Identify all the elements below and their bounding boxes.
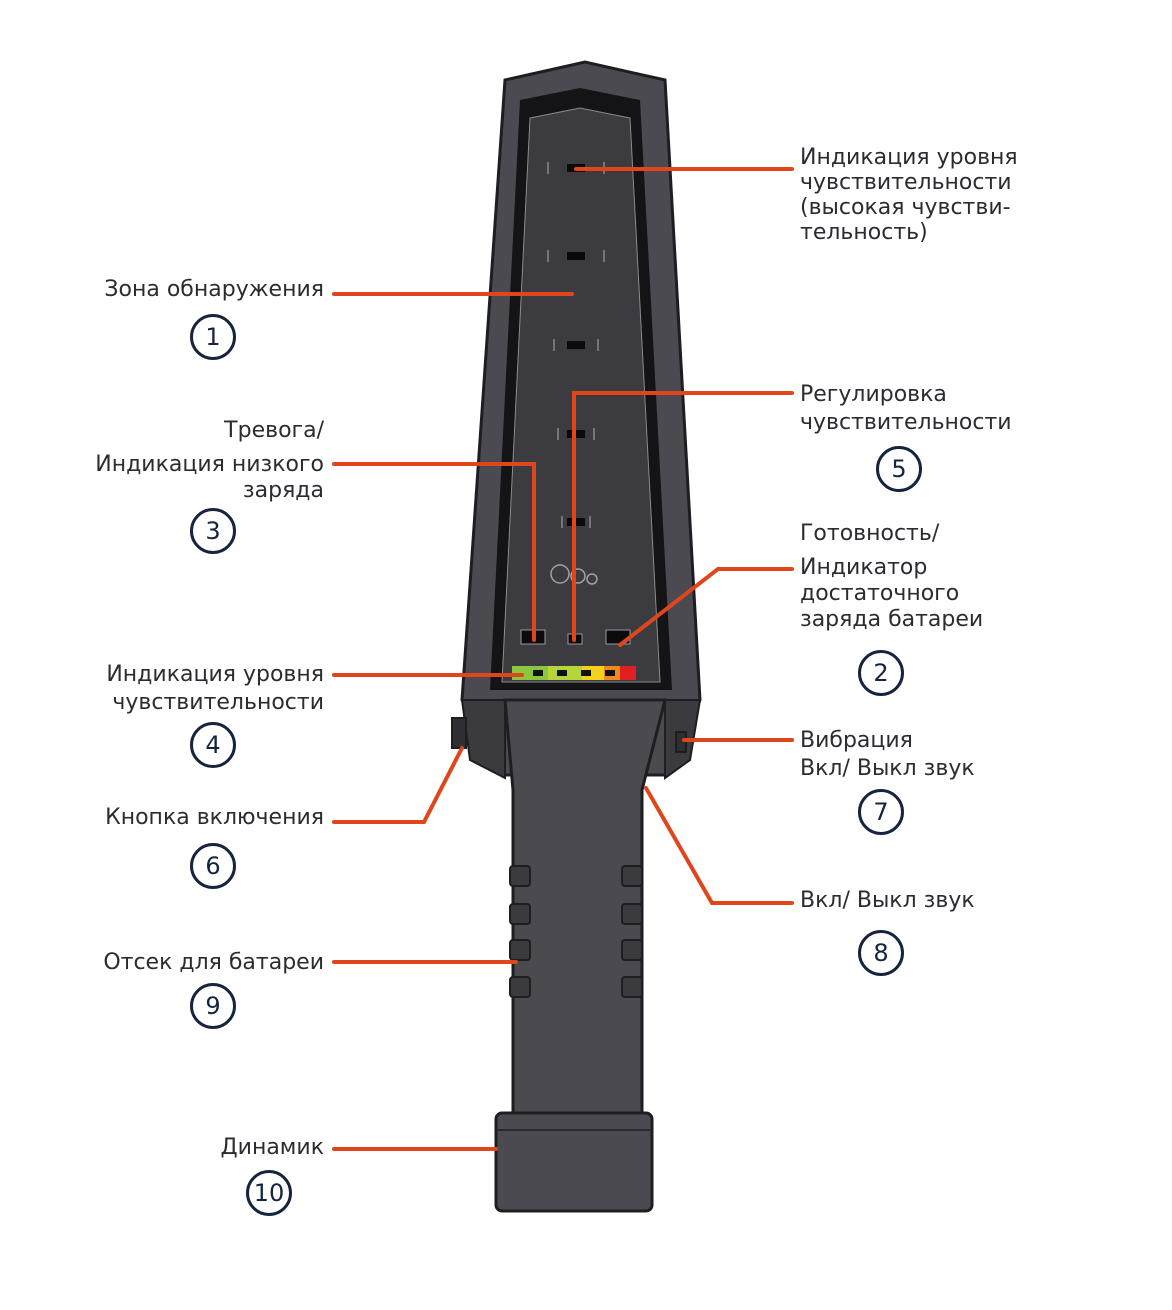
led-bar-yellow (582, 666, 604, 680)
label-sensitivity-level-high: Индикация уровня чувствительности (высок… (800, 145, 1018, 245)
leader-ready (618, 567, 794, 647)
panel-led-ticks (547, 162, 605, 528)
number-7: 7 (858, 789, 904, 835)
number-10: 10 (246, 1170, 292, 1216)
number-2: 2 (858, 650, 904, 696)
speaker-cap (494, 1111, 654, 1213)
number-6: 6 (190, 843, 236, 889)
label-power-button: Кнопка включения (105, 805, 324, 830)
number-1: 1 (190, 314, 236, 360)
label-speaker: Динамик (220, 1135, 324, 1160)
handle-grips (509, 865, 643, 998)
label-detection-zone: Зона обнаружения (104, 277, 324, 302)
number-9: 9 (190, 983, 236, 1029)
led-bar-marks (533, 670, 615, 676)
label-alarm-low-charge: Тревога/ Индикация низкого заряда (95, 418, 324, 503)
panel-logo (550, 564, 598, 585)
leader-lines (332, 167, 794, 1151)
number-8: 8 (858, 930, 904, 976)
label-ready-battery: Готовность/ Индикатор достаточного заряд… (800, 521, 984, 632)
power-button (451, 717, 467, 749)
label-vibration: Вибрация Вкл/ Выкл звук (800, 728, 975, 781)
led-bar-red (620, 666, 636, 680)
number-4: 4 (190, 722, 236, 768)
left-bumper (460, 699, 506, 780)
leader-sound (644, 786, 794, 905)
label-sound-toggle: Вкл/ Выкл звук (800, 888, 975, 913)
number-5: 5 (876, 446, 922, 492)
label-sensitivity-level-left: Индикация уровня чувствительности (106, 662, 324, 715)
label-sensitivity-adjust: Регулировка чувствительности (800, 382, 1012, 435)
leader-alarm (332, 462, 536, 642)
leader-adjust (572, 391, 794, 642)
label-battery-compartment: Отсек для батареи (103, 950, 324, 975)
leader-power (332, 746, 464, 824)
number-3: 3 (190, 508, 236, 554)
